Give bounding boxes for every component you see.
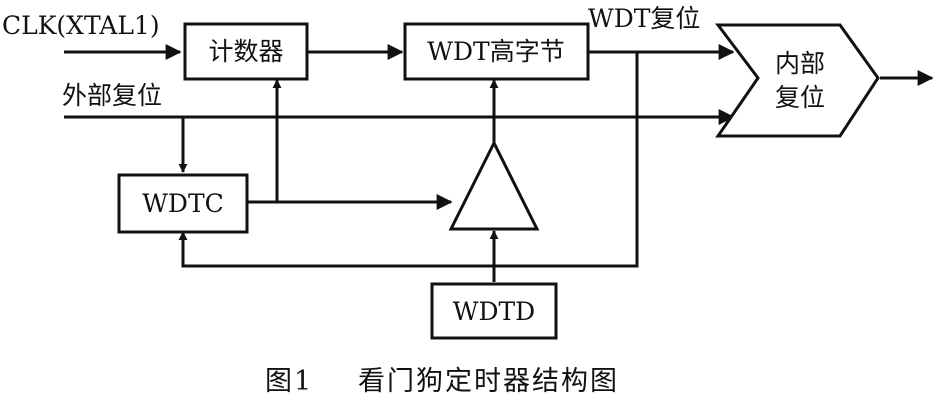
wdtc-block: WDTC bbox=[117, 173, 249, 234]
external-reset-label: 外部复位 bbox=[62, 81, 162, 110]
internal-reset-block: 内部 复位 bbox=[714, 23, 880, 138]
wdtc-label: WDTC bbox=[142, 189, 224, 218]
internal-reset-label-line2: 复位 bbox=[775, 83, 825, 112]
wires bbox=[64, 44, 934, 282]
wdt-reset-feedback-wire bbox=[178, 52, 639, 268]
wdt-high-byte-label: WDT高字节 bbox=[427, 37, 564, 66]
clk-input-label: CLK(XTAL1) bbox=[2, 11, 160, 40]
comparator-triangle bbox=[448, 139, 540, 231]
wdt-high-byte-block: WDT高字节 bbox=[403, 22, 590, 81]
internal-reset-label-line1: 内部 bbox=[775, 49, 825, 78]
wdtd-block: WDTD bbox=[430, 282, 558, 340]
figure-title: 看门狗定时器结构图 bbox=[358, 366, 619, 397]
counter-label: 计数器 bbox=[208, 37, 283, 66]
figure-number: 图1 bbox=[265, 366, 313, 397]
wdtd-label: WDTD bbox=[453, 297, 535, 326]
counter-block: 计数器 bbox=[183, 22, 309, 81]
wdt-reset-label: WDT复位 bbox=[588, 4, 700, 33]
